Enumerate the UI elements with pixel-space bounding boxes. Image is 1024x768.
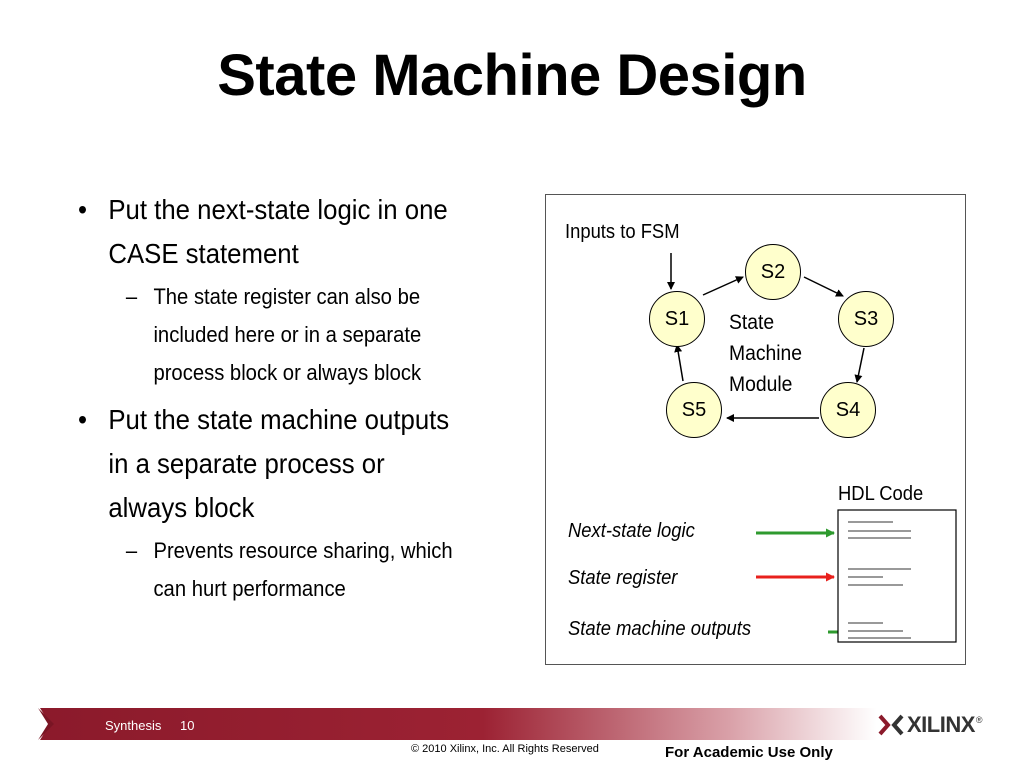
- academic-use-text: For Academic Use Only: [665, 744, 833, 761]
- footer-page-number: 10: [180, 718, 195, 733]
- legend-state-register: State register: [568, 567, 678, 589]
- bullet-list: Put the next-state logic in one CASE sta…: [78, 188, 498, 614]
- bullet-item: Put the state machine outputs in a separ…: [78, 398, 464, 530]
- transition-s1-s2: [702, 276, 744, 296]
- sub-bullet-item: The state register can also be included …: [78, 278, 464, 392]
- fsm-figure: Inputs to FSM S2 S1 S3 S5 S4 State Machi…: [545, 194, 966, 665]
- transition-s3-s4: [854, 347, 865, 383]
- hdl-code-label: HDL Code: [838, 483, 924, 505]
- copyright-text: © 2010 Xilinx, Inc. All Rights Reserved: [411, 743, 599, 755]
- logo-wordmark: XILINX: [907, 712, 975, 737]
- state-s5: S5: [666, 382, 722, 438]
- state-s1: S1: [649, 291, 705, 347]
- transition-s2-s3: [803, 276, 844, 297]
- registered-mark: ®: [975, 715, 983, 725]
- xilinx-x-icon: [878, 714, 904, 736]
- state-s4: S4: [820, 382, 876, 438]
- hdl-code-box: [837, 509, 957, 643]
- inputs-label: Inputs to FSM: [565, 221, 680, 243]
- code-lines: [848, 521, 911, 639]
- xilinx-logo: XILINX ®: [878, 712, 983, 738]
- transition-s5-s1: [674, 344, 684, 382]
- slide-title: State Machine Design: [217, 43, 807, 108]
- legend-next-state-logic: Next-state logic: [568, 520, 695, 542]
- fsm-diagram-lines: [667, 253, 957, 643]
- sub-bullet-item: Prevents resource sharing, which can hur…: [78, 532, 464, 608]
- footer-band: [38, 708, 1024, 740]
- legend-state-machine-outputs: State machine outputs: [568, 618, 752, 640]
- footer-bar: [0, 708, 1024, 740]
- module-label: State Machine Module: [729, 311, 803, 396]
- bullet-item: Put the next-state logic in one CASE sta…: [78, 188, 464, 276]
- state-s2: S2: [745, 244, 801, 300]
- footer-section: Synthesis: [105, 718, 162, 733]
- state-s3: S3: [838, 291, 894, 347]
